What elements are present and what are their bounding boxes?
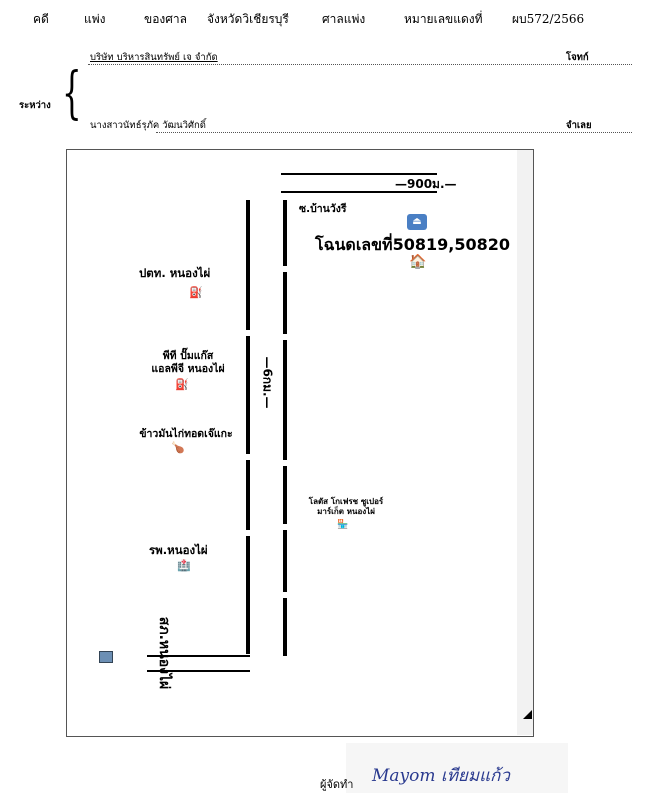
right-road-seg [283,466,287,524]
deed-label: โฉนดเลขที่50819,50820 [315,235,510,254]
maker-label: ผู้จัดทำ [320,778,354,791]
right-road-seg [283,530,287,592]
between-label: ระหว่าง [19,100,51,111]
defendant-role: จำเลย [566,120,592,131]
case-label: คดี [33,12,49,26]
food-icon: 🍗 [171,441,185,454]
court-of-label: ของศาล [144,12,187,26]
signature: Mayom เทียมแก้ว [372,766,510,786]
house-icon: 🏠 [409,254,427,270]
main-road-seg [246,200,250,330]
right-road-seg [283,598,287,656]
location-map: —900ม.— —6กม.— ซ.บ้านวังรี ⏏ โฉนดเลขที่5… [66,149,534,737]
defendant-dotted-line [156,132,632,133]
main-road-seg [246,536,250,654]
court-type: ศาลแพ่ง [322,12,366,26]
hospital-icon: 🏥 [177,559,191,572]
food-label: ข้าวมันไก่ทอดเจ๊แกะ [139,428,233,440]
corner-triangle-icon [523,710,532,719]
plaintiff-name: บริษัท บริหารสินทรัพย์ เจ จำกัด [90,52,218,63]
bottom-road-upper [147,655,250,657]
bottom-road-lower [147,670,250,672]
signature-box [346,743,568,793]
hospital-label: รพ.หนองไผ่ [149,543,208,557]
top-road-lower [281,191,437,193]
plaintiff-role: โจทก์ [566,52,589,63]
brace-icon: { [62,61,82,126]
main-road-seg [246,336,250,454]
plaintiff-dotted-line [88,64,632,65]
lotus-line1: โลตัส โกเฟรช ซูเปอร์ [308,497,384,506]
main-road-seg [246,460,250,530]
court-name: จังหวัดวิเชียรบุรี [207,12,289,26]
ptt-label: ปตท. หนองไผ่ [139,266,211,280]
fuel-pump-icon: ⛽ [175,378,189,391]
soi-label: ซ.บ้านวังรี [299,203,347,215]
district-label: สภ.หนองไผ่ [156,616,172,690]
building-icon [99,651,113,663]
defendant-name: นางสาวนัทธ์รุภัค วัฒนวิศักดิ์ [90,120,206,131]
right-road-seg [283,272,287,334]
distance-top-label: —900ม.— [395,177,457,191]
case-type: แพ่ง [84,12,106,26]
red-number-label: หมายเลขแดงที่ [404,12,483,26]
pt-line1: พีที ปั๊มแก๊ส [162,350,214,362]
right-road-seg [283,200,287,266]
red-number: ผบ572/2566 [512,12,585,26]
map-shade [517,150,533,735]
distance-main-label: —6กม.— [260,356,275,409]
pt-line2: แอลพีจี หนองไผ่ [151,363,225,375]
eject-icon: ⏏ [407,214,427,230]
right-road-seg [283,340,287,460]
fuel-pump-icon: ⛽ [189,286,203,299]
top-road-upper [281,173,437,175]
shop-icon: 🏪 [337,520,349,530]
lotus-line2: มาร์เก็ต หนองไผ่ [317,507,375,516]
